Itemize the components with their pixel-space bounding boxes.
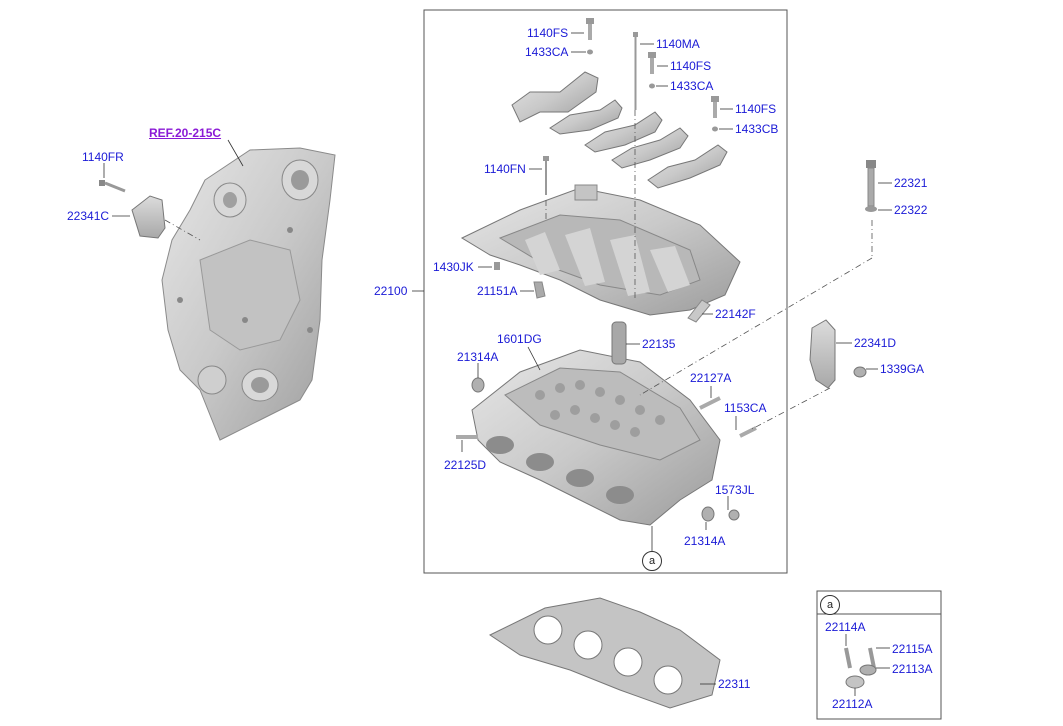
callout-tag-a[interactable]: a xyxy=(642,551,662,571)
part-label-1140FS-3[interactable]: 1140FS xyxy=(735,102,777,116)
part-label-22321[interactable]: 22321 xyxy=(894,176,928,190)
ref-leader xyxy=(227,139,244,167)
assembly-frame xyxy=(423,9,788,574)
part-label-22100[interactable]: 22100 xyxy=(374,284,408,298)
detail-box xyxy=(816,590,942,720)
detail-leaders xyxy=(845,634,890,696)
carrier-parts xyxy=(494,262,711,323)
part-label-1140FN[interactable]: 1140FN xyxy=(484,162,526,176)
part-label-22125D[interactable]: 22125D xyxy=(444,458,487,472)
part-label-1433CA-1[interactable]: 1433CA xyxy=(525,45,569,59)
nut-1339GA xyxy=(853,366,867,378)
valve-detail-parts xyxy=(844,647,877,689)
head-leaders xyxy=(461,343,737,552)
reference-link[interactable]: REF.20-215C xyxy=(149,126,222,140)
part-label-1601DG[interactable]: 1601DG xyxy=(497,332,542,346)
carrier-leaders xyxy=(412,266,713,315)
timing-cover xyxy=(161,147,336,441)
bracket-22341D xyxy=(809,319,836,389)
part-label-1433CB[interactable]: 1433CB xyxy=(735,122,779,136)
cam-carrier xyxy=(460,184,741,316)
head-small-parts xyxy=(456,377,757,522)
part-label-1430JK[interactable]: 1430JK xyxy=(433,260,474,274)
part-label-22112A[interactable]: 22112A xyxy=(832,697,873,711)
part-label-1140MA[interactable]: 1140MA xyxy=(656,37,700,51)
dash-lines xyxy=(545,110,873,431)
part-label-22114A[interactable]: 22114A xyxy=(825,620,866,634)
part-label-1153CA[interactable]: 1153CA xyxy=(724,401,767,415)
part-label-22322[interactable]: 22322 xyxy=(894,203,928,217)
part-label-22113A[interactable]: 22113A xyxy=(892,662,933,676)
stud-22321 xyxy=(865,160,877,212)
part-label-1140FS-2[interactable]: 1140FS xyxy=(670,59,712,73)
part-label-1433CA-2[interactable]: 1433CA xyxy=(670,79,714,93)
part-label-22127A[interactable]: 22127A xyxy=(690,371,732,385)
part-label-1140FS-1[interactable]: 1140FS xyxy=(527,26,569,40)
part-label-22311[interactable]: 22311 xyxy=(718,677,751,691)
bolt-1140FR xyxy=(99,180,126,193)
part-label-22142F[interactable]: 22142F xyxy=(715,307,756,321)
part-label-1339GA[interactable]: 1339GA xyxy=(880,362,925,376)
top-leaders xyxy=(529,32,733,170)
part-label-22341D[interactable]: 22341D xyxy=(854,336,897,350)
cylinder-head xyxy=(471,321,721,526)
part-label-21314A-2[interactable]: 21314A xyxy=(684,534,726,548)
part-label-1573JL[interactable]: 1573JL xyxy=(715,483,755,497)
camshaft-caps xyxy=(511,71,728,189)
part-label-22341C[interactable]: 22341C xyxy=(67,209,110,223)
detail-tag-a: a xyxy=(820,595,840,615)
part-label-21314A-1[interactable]: 21314A xyxy=(457,350,499,364)
part-label-1140FR[interactable]: 1140FR xyxy=(82,150,124,164)
bracket-22341C xyxy=(131,195,166,239)
part-label-22135[interactable]: 22135 xyxy=(642,337,676,351)
top-fasteners xyxy=(543,18,719,195)
part-label-21151A[interactable]: 21151A xyxy=(477,284,518,298)
part-label-22115A[interactable]: 22115A xyxy=(892,642,933,656)
head-gasket xyxy=(488,597,721,709)
